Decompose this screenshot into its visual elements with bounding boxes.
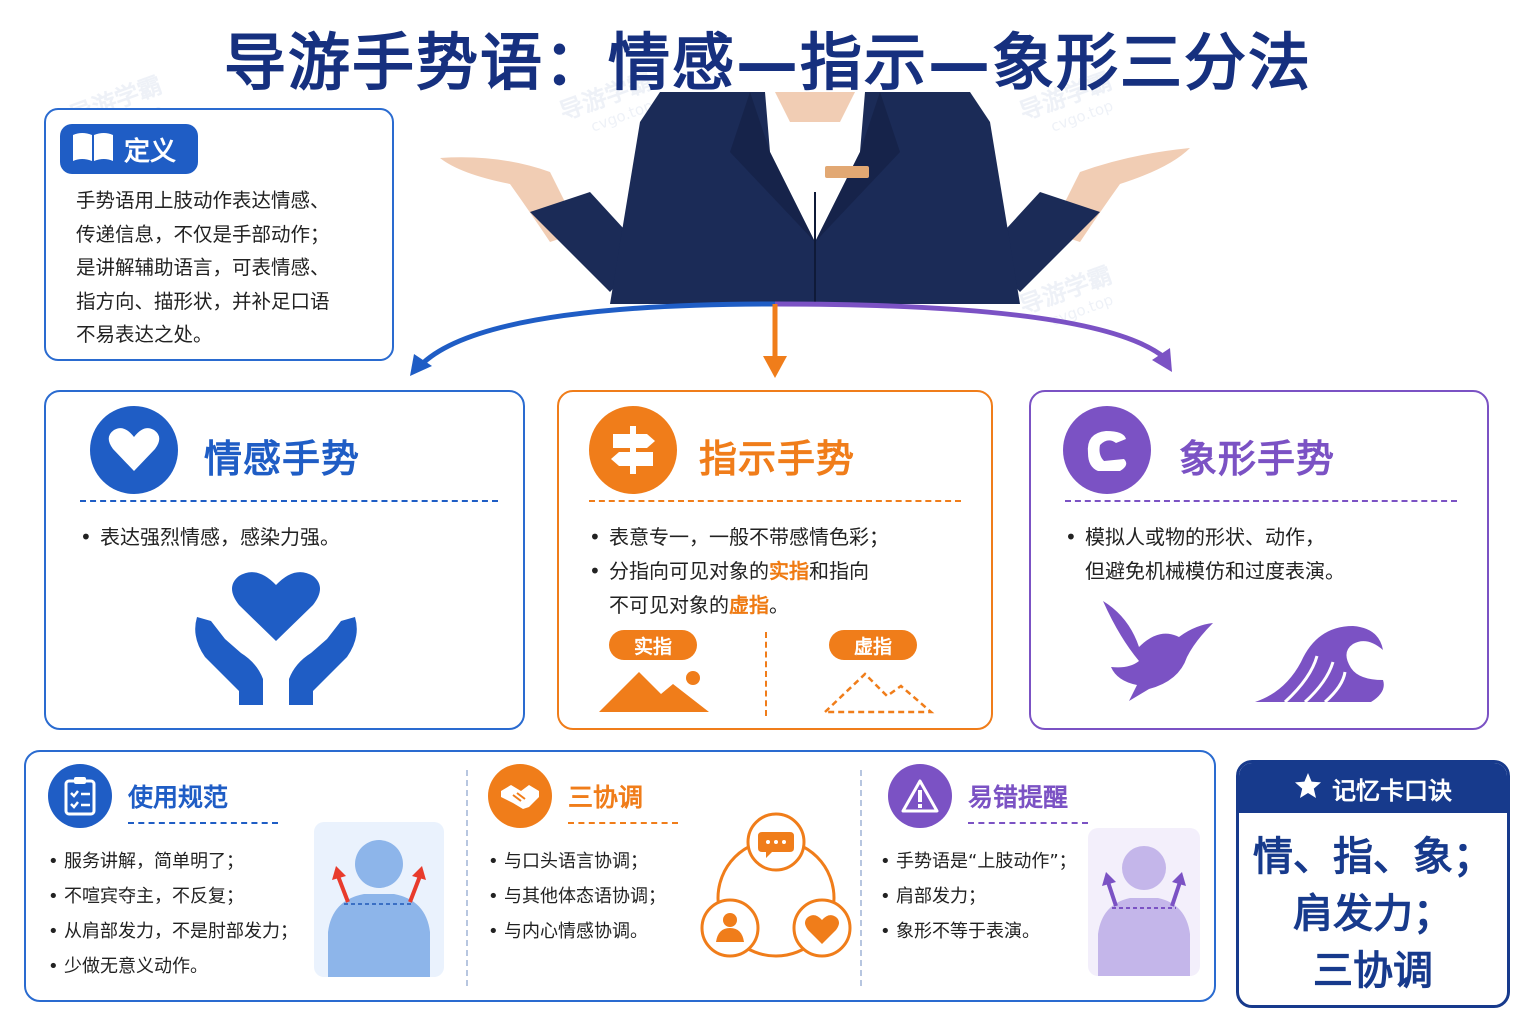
list-item-continuation: 不可见对象的虚指。	[609, 593, 789, 617]
mistakes-list: 手势语是“上肢动作”； 肩部发力； 象形不等于表演。	[878, 844, 1077, 949]
list-item: 不喧宾夺主，不反复；	[46, 879, 298, 914]
direction-gesture-card: 指示手势 表意专一，一般不带感情色彩； 分指向可见对象的实指和指向 不可见对象的…	[557, 390, 993, 730]
list-item: 肩部发力；	[878, 879, 1077, 914]
direction-bullets: 表意专一，一般不带感情色彩； 分指向可见对象的实指和指向 不可见对象的虚指。	[585, 520, 985, 622]
divider	[589, 500, 961, 502]
list-item-continuation: 但避免机械模仿和过度表演。	[1085, 559, 1345, 583]
list-item: 从肩部发力，不是肘部发力；	[46, 914, 298, 949]
divider	[765, 632, 767, 716]
usage-title: 使用规范	[128, 783, 229, 812]
shoulder-figure-purple	[1088, 828, 1200, 976]
clipboard-icon	[48, 764, 112, 828]
dashed-mountain-icon	[823, 672, 935, 714]
heart-hands-icon	[195, 572, 357, 705]
virtual-pointing-highlight: 虚指	[729, 593, 769, 617]
virtual-pointing-pill: 虚指	[829, 630, 917, 660]
coordination-list: 与口头语言协调； 与其他体态语协调； 与内心情感协调。	[486, 844, 666, 949]
definition-tag: 定义	[60, 124, 198, 174]
three-coordination-diagram	[700, 812, 852, 958]
coordination-title: 三协调	[568, 783, 644, 812]
pictographic-bullets: 模拟人或物的形状、动作， 但避免机械模仿和过度表演。	[1061, 520, 1481, 588]
list-item: 表达强烈情感，感染力强。	[76, 520, 496, 554]
divider	[466, 770, 468, 986]
guidelines-panel: 使用规范 服务讲解，简单明了； 不喧宾夺主，不反复； 从肩部发力，不是肘部发力；…	[24, 750, 1216, 1002]
usage-list: 服务讲解，简单明了； 不喧宾夺主，不反复； 从肩部发力，不是肘部发力； 少做无意…	[46, 844, 298, 984]
warning-icon	[888, 764, 952, 828]
memory-card-body: 情、指、象； 肩发力； 三协调	[1253, 834, 1493, 994]
list-item: 表意专一，一般不带感情色彩；	[585, 520, 985, 554]
emotion-card-title: 情感手势	[204, 437, 361, 481]
list-item: 手势语是“上肢动作”；	[878, 844, 1077, 879]
shoulder-figure-blue	[314, 822, 444, 977]
star-icon	[1294, 772, 1322, 804]
real-pointing-pill: 实指	[609, 630, 697, 660]
memory-card: 记忆卡口诀 情、指、象； 肩发力； 三协调	[1236, 760, 1510, 1008]
hand-shape-icon	[1063, 406, 1151, 494]
list-item: 与内心情感协调。	[486, 914, 666, 949]
divider	[968, 822, 1088, 824]
mistakes-title: 易错提醒	[968, 783, 1069, 812]
definition-text: 手势语用上肢动作表达情感、 传递信息，不仅是手部动作； 是讲解辅助语言，可表情感…	[76, 189, 330, 346]
tour-guide-figure	[440, 92, 1190, 304]
pictographic-gesture-card: 象形手势 模拟人或物的形状、动作， 但避免机械模仿和过度表演。	[1029, 390, 1489, 730]
handshake-icon	[488, 764, 552, 828]
list-item: 服务讲解，简单明了；	[46, 844, 298, 879]
definition-tag-label: 定义	[124, 136, 177, 167]
pictographic-card-title: 象形手势	[1179, 437, 1336, 481]
heart-badge-icon	[90, 406, 178, 494]
divider	[80, 500, 498, 502]
list-item: 象形不等于表演。	[878, 914, 1077, 949]
page-title: 导游手势语：情感—指示—象形三分法	[223, 26, 1312, 99]
divider	[568, 822, 678, 824]
list-item: 模拟人或物的形状、动作，	[1061, 520, 1481, 554]
solid-mountain-icon	[599, 671, 709, 712]
signpost-icon	[589, 406, 677, 494]
real-pointing-highlight: 实指	[769, 559, 809, 583]
branch-arrows	[410, 301, 1172, 378]
divider	[128, 822, 278, 824]
wave-icon	[1255, 626, 1384, 704]
emotion-gesture-card: 情感手势 表达强烈情感，感染力强。	[44, 390, 525, 730]
list-item: 与其他体态语协调；	[486, 879, 666, 914]
emotion-bullets: 表达强烈情感，感染力强。	[76, 520, 496, 554]
list-item: 与口头语言协调；	[486, 844, 666, 879]
memory-card-header: 记忆卡口诀	[1239, 763, 1507, 813]
definition-box: 定义 手势语用上肢动作表达情感、 传递信息，不仅是手部动作； 是讲解辅助语言，可…	[44, 108, 394, 361]
list-item: 分指向可见对象的实指和指向	[585, 554, 985, 588]
direction-card-title: 指示手势	[699, 437, 856, 481]
bird-icon	[1103, 601, 1213, 701]
memory-card-title: 记忆卡口诀	[1332, 776, 1452, 805]
divider	[860, 770, 862, 986]
divider	[1065, 500, 1457, 502]
book-icon	[70, 131, 116, 167]
list-item: 少做无意义动作。	[46, 949, 298, 984]
